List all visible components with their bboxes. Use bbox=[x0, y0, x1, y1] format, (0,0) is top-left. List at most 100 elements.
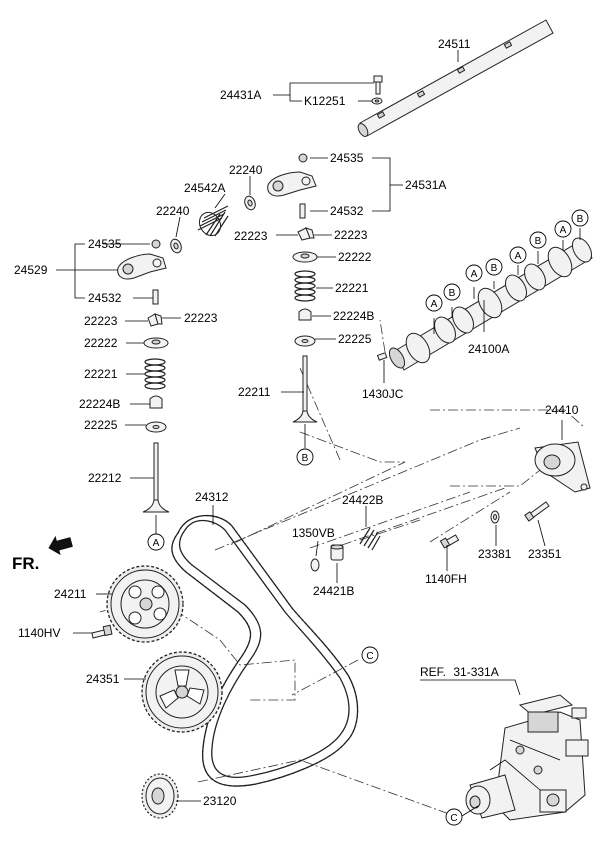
label-22240-lower: 22240 bbox=[156, 204, 190, 218]
callout-c-belt: C bbox=[366, 651, 373, 662]
callout-letters: A B A B A B A B B A C C bbox=[153, 214, 584, 824]
intake-valve bbox=[292, 355, 318, 423]
camshaft-dowel-pin bbox=[376, 352, 388, 361]
label-22222-right: 22222 bbox=[338, 250, 372, 264]
rocker-arm-right bbox=[267, 171, 317, 197]
label-24422B: 24422B bbox=[342, 493, 383, 507]
label-24511: 24511 bbox=[438, 37, 471, 51]
callout-circles bbox=[147, 209, 589, 826]
dash-dot-guides bbox=[99, 319, 586, 816]
label-22212: 22212 bbox=[88, 471, 122, 485]
callout-b-valve: B bbox=[302, 453, 309, 464]
rocker-nut-right bbox=[298, 153, 308, 163]
label-24410: 24410 bbox=[545, 403, 579, 417]
exhaust-valve bbox=[142, 442, 170, 513]
spring-seat-right bbox=[294, 335, 316, 347]
label-K12251: K12251 bbox=[304, 94, 346, 108]
label-1430JC: 1430JC bbox=[362, 387, 404, 401]
label-24531A: 24531A bbox=[405, 178, 446, 192]
rocker-shaft bbox=[357, 19, 554, 137]
label-1140HV: 1140HV bbox=[18, 626, 60, 640]
label-24532-right: 24532 bbox=[330, 204, 364, 218]
spring-retainer-left bbox=[143, 337, 169, 349]
injection-pump-assembly bbox=[465, 694, 589, 821]
ref-code: 31-331A bbox=[453, 665, 498, 679]
valve-stem-seal-left bbox=[149, 395, 163, 409]
label-22224B-left: 22224B bbox=[79, 397, 120, 411]
idler-washer bbox=[310, 558, 320, 572]
valve-keeper-right bbox=[297, 227, 315, 241]
rocker-nut-left bbox=[151, 239, 161, 249]
label-24100A: 24100A bbox=[468, 342, 509, 356]
shaft-washer-upper bbox=[244, 195, 256, 211]
label-24351: 24351 bbox=[86, 672, 120, 686]
rocker-arm-left bbox=[117, 253, 167, 280]
shaft-washer bbox=[371, 97, 383, 105]
label-1140FH: 1140FH bbox=[425, 572, 467, 586]
label-23120: 23120 bbox=[203, 794, 237, 808]
label-24529: 24529 bbox=[14, 263, 48, 277]
callout-c-pump: C bbox=[450, 813, 457, 824]
label-22221-right: 22221 bbox=[335, 281, 369, 295]
shaft-bolt bbox=[373, 75, 383, 95]
label-22225-left: 22225 bbox=[84, 418, 118, 432]
front-label: FR. bbox=[12, 554, 39, 573]
tensioner-pivot-bolt bbox=[439, 534, 460, 549]
callout-b-2: B bbox=[491, 263, 498, 274]
label-24535-right: 24535 bbox=[330, 151, 364, 165]
label-24532-left: 24532 bbox=[88, 291, 122, 305]
spring-seat-left bbox=[145, 421, 167, 433]
crankshaft-sprocket bbox=[141, 773, 179, 819]
callout-a-4: A bbox=[560, 225, 567, 236]
shaft-washer-lower bbox=[170, 238, 182, 254]
camshaft bbox=[388, 237, 593, 371]
idler-collar bbox=[330, 544, 344, 561]
belt-tensioner bbox=[534, 441, 591, 493]
injection-pump-sprocket bbox=[141, 651, 223, 733]
label-22223-left-1: 22223 bbox=[84, 314, 118, 328]
sprocket-bolt bbox=[91, 624, 113, 639]
label-22211: 22211 bbox=[238, 385, 271, 399]
rocker-spring bbox=[197, 205, 229, 237]
label-22240-upper: 22240 bbox=[229, 163, 263, 177]
label-22223-right-2: 22223 bbox=[334, 228, 368, 242]
adjust-screw-left bbox=[152, 289, 159, 305]
tensioner-washer bbox=[490, 510, 500, 524]
valve-spring-left bbox=[144, 358, 166, 390]
valve-keeper-left bbox=[147, 313, 163, 327]
part-number-labels: 24511 24431A K12251 24535 24531A 24532 2… bbox=[14, 37, 579, 808]
valve-spring-right bbox=[294, 270, 316, 302]
label-22224B-right: 22224B bbox=[333, 309, 374, 323]
label-24535-left: 24535 bbox=[88, 237, 122, 251]
label-23381: 23381 bbox=[478, 547, 512, 561]
valve-stem-seal-right bbox=[298, 308, 312, 321]
callout-b-1: B bbox=[449, 288, 456, 299]
label-22223-right-1: 22223 bbox=[234, 229, 268, 243]
spring-retainer-right bbox=[292, 251, 318, 263]
tensioner-bolt bbox=[524, 501, 550, 522]
callout-a-2: A bbox=[471, 269, 478, 280]
front-direction-arrow bbox=[48, 535, 73, 556]
callout-b-3: B bbox=[535, 236, 542, 247]
label-22223-left-2: 22223 bbox=[184, 311, 218, 325]
label-22222-left: 22222 bbox=[84, 336, 118, 350]
idler-spring bbox=[359, 527, 381, 551]
label-22225-right: 22225 bbox=[338, 332, 372, 346]
label-24211: 24211 bbox=[54, 587, 87, 601]
callout-b-4: B bbox=[577, 214, 584, 225]
timing-belt bbox=[171, 514, 359, 787]
label-24421B: 24421B bbox=[313, 584, 354, 598]
callout-a-valve: A bbox=[153, 538, 160, 549]
label-24431A: 24431A bbox=[220, 88, 261, 102]
label-22221-left: 22221 bbox=[84, 367, 118, 381]
label-24542A: 24542A bbox=[184, 181, 225, 195]
ref-prefix: REF. bbox=[420, 665, 446, 679]
camshaft-sprocket bbox=[106, 565, 184, 643]
label-1350VB: 1350VB bbox=[292, 526, 335, 540]
adjust-screw-right bbox=[299, 203, 306, 219]
label-23351: 23351 bbox=[528, 547, 562, 561]
callout-a-1: A bbox=[431, 299, 438, 310]
leader-lines bbox=[56, 50, 581, 817]
label-24312: 24312 bbox=[195, 490, 229, 504]
